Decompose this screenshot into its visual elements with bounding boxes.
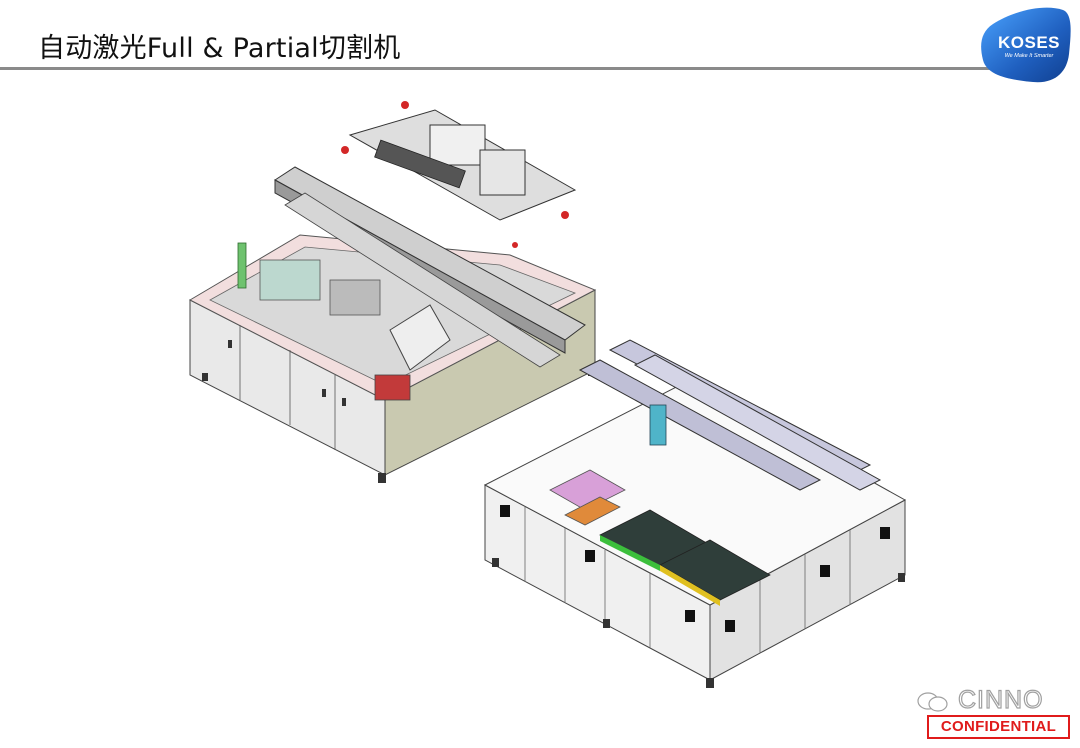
- watermark-text: CINNO: [957, 685, 1044, 714]
- confidential-stamp: CONFIDENTIAL: [927, 715, 1070, 739]
- left-machine: [188, 101, 597, 483]
- koses-logo: [981, 7, 1071, 83]
- slide-title: 自动激光Full & Partial切割机: [38, 33, 401, 64]
- title-divider: [0, 67, 1000, 70]
- laser-cutting-machine-illustration: [188, 101, 907, 688]
- logo-tagline: We Make It Smarter: [1004, 53, 1054, 59]
- right-machine: [483, 339, 907, 688]
- logo-wordmark: KOSES: [998, 33, 1061, 52]
- wechat-watermark-icon: [917, 692, 948, 712]
